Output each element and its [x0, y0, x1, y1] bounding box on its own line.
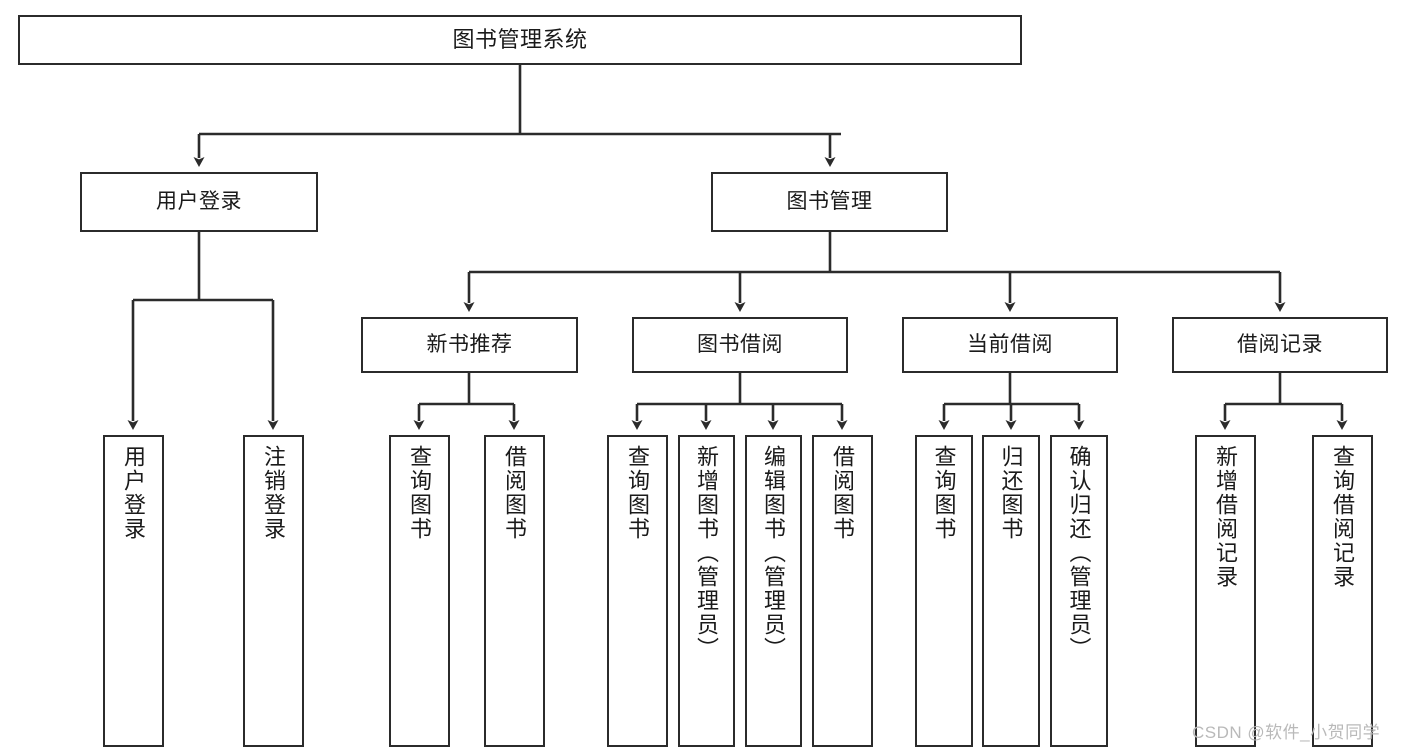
node-label: 当前借阅	[967, 332, 1053, 356]
node-label: 编辑图书（管理员）	[761, 445, 787, 661]
node-leaf-query-book-1[interactable]: 查询图书	[389, 435, 450, 747]
node-leaf-edit-book-admin[interactable]: 编辑图书（管理员）	[745, 435, 802, 747]
node-label: 查询图书	[931, 445, 957, 541]
watermark: CSDN @软件_小贺同学	[1192, 723, 1381, 742]
node-label: 新增借阅记录	[1213, 445, 1239, 589]
node-label: 查询图书	[625, 445, 651, 541]
node-label: 用户登录	[156, 189, 242, 213]
node-label: 图书借阅	[697, 332, 783, 356]
node-leaf-query-book-2[interactable]: 查询图书	[607, 435, 668, 747]
node-label: 新书推荐	[426, 332, 513, 356]
node-current-borrow[interactable]: 当前借阅	[902, 317, 1118, 373]
node-label: 查询借阅记录	[1330, 445, 1356, 589]
node-label: 借阅记录	[1237, 332, 1323, 356]
node-borrow-record[interactable]: 借阅记录	[1172, 317, 1388, 373]
node-leaf-logout[interactable]: 注销登录	[243, 435, 304, 747]
node-book-manage[interactable]: 图书管理	[711, 172, 948, 232]
node-book-borrow[interactable]: 图书借阅	[632, 317, 848, 373]
node-user-login[interactable]: 用户登录	[80, 172, 318, 232]
node-label: 图书管理系统	[452, 27, 588, 53]
node-leaf-borrow-book-2[interactable]: 借阅图书	[812, 435, 873, 747]
node-leaf-borrow-book-1[interactable]: 借阅图书	[484, 435, 545, 747]
node-leaf-query-book-3[interactable]: 查询图书	[915, 435, 973, 747]
node-leaf-add-book-admin[interactable]: 新增图书（管理员）	[678, 435, 735, 747]
node-label: 借阅图书	[502, 445, 528, 541]
node-leaf-add-borrow-record[interactable]: 新增借阅记录	[1195, 435, 1256, 747]
node-label: 新增图书（管理员）	[694, 445, 720, 661]
node-label: 借阅图书	[830, 445, 856, 541]
node-label: 确认归还（管理员）	[1066, 445, 1092, 661]
node-new-book-recommend[interactable]: 新书推荐	[361, 317, 578, 373]
node-label: 用户登录	[121, 445, 147, 541]
node-leaf-user-login[interactable]: 用户登录	[103, 435, 164, 747]
node-root-system[interactable]: 图书管理系统	[18, 15, 1022, 65]
node-leaf-query-borrow-record[interactable]: 查询借阅记录	[1312, 435, 1373, 747]
node-label: 注销登录	[261, 445, 287, 541]
node-leaf-confirm-return-admin[interactable]: 确认归还（管理员）	[1050, 435, 1108, 747]
node-label: 归还图书	[998, 445, 1024, 541]
node-label: 图书管理	[786, 189, 873, 213]
node-label: 查询图书	[407, 445, 433, 541]
node-leaf-return-book[interactable]: 归还图书	[982, 435, 1040, 747]
